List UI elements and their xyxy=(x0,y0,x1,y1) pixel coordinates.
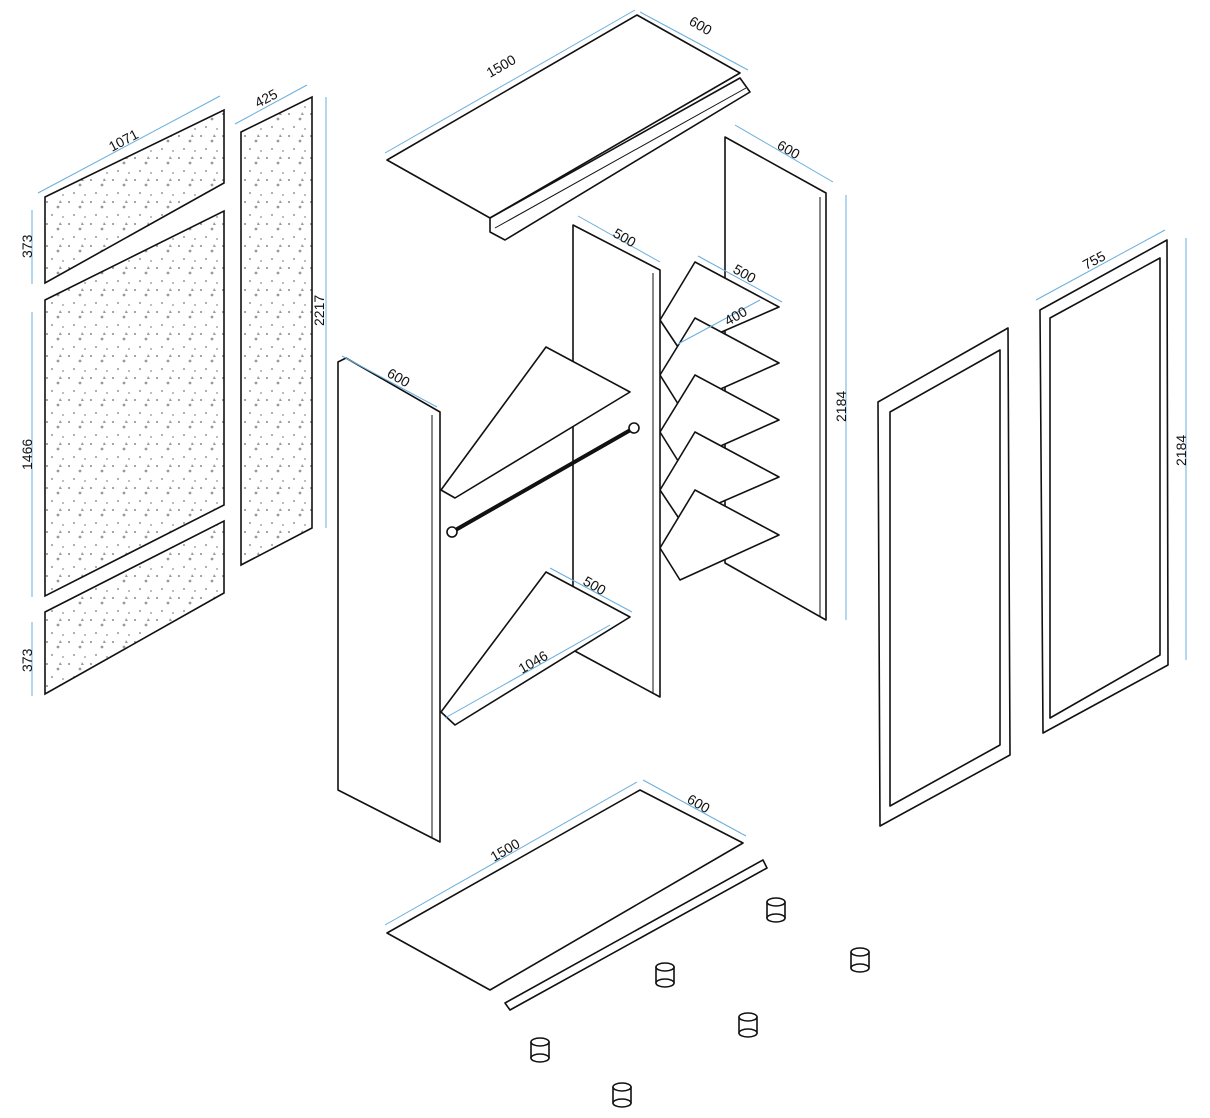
back-panel-bottom xyxy=(44,519,225,696)
dim-right-side-height: 2184 xyxy=(833,391,849,422)
dim-back-bottom-height: 373 xyxy=(19,648,35,672)
dim-back-middle-height: 1466 xyxy=(19,439,35,470)
back-panel-middle xyxy=(44,209,225,598)
dim-right-side-depth: 600 xyxy=(775,137,803,163)
bottom-panel xyxy=(386,789,744,991)
middle-panel xyxy=(572,224,661,698)
dim-top-length: 1500 xyxy=(484,51,519,81)
top-panel xyxy=(386,14,741,219)
upper-shelf xyxy=(440,346,631,499)
dim-back-strip-height: 2217 xyxy=(311,295,327,326)
dim-door-height: 2184 xyxy=(1173,435,1189,466)
sliding-door-2 xyxy=(1039,239,1169,734)
dim-bottom-depth: 600 xyxy=(685,791,713,817)
hanging-rod xyxy=(451,426,635,534)
adjustable-foot xyxy=(766,897,786,923)
feet xyxy=(530,897,870,1108)
back-panel-strip xyxy=(240,95,313,567)
dim-back-strip-width: 425 xyxy=(252,85,280,110)
adjustable-foot xyxy=(850,947,870,973)
bottom-rail xyxy=(504,859,768,1011)
dimension-lines xyxy=(31,9,1187,926)
sliding-door-1 xyxy=(877,327,1011,827)
dim-back-top-height: 373 xyxy=(19,234,35,258)
back-panels xyxy=(44,95,313,696)
small-shelf xyxy=(659,489,780,581)
adjustable-foot xyxy=(738,1012,758,1038)
back-panel-top xyxy=(44,108,225,285)
dim-back-width: 1071 xyxy=(106,126,141,155)
lower-shelf xyxy=(440,571,631,726)
adjustable-foot xyxy=(612,1082,632,1108)
dim-door-width: 755 xyxy=(1080,247,1108,272)
small-shelves xyxy=(659,261,780,581)
top-rail xyxy=(489,77,751,241)
adjustable-foot xyxy=(655,962,675,988)
adjustable-foot xyxy=(530,1037,550,1063)
dim-top-depth: 600 xyxy=(687,13,715,39)
left-side-panel xyxy=(337,357,441,843)
